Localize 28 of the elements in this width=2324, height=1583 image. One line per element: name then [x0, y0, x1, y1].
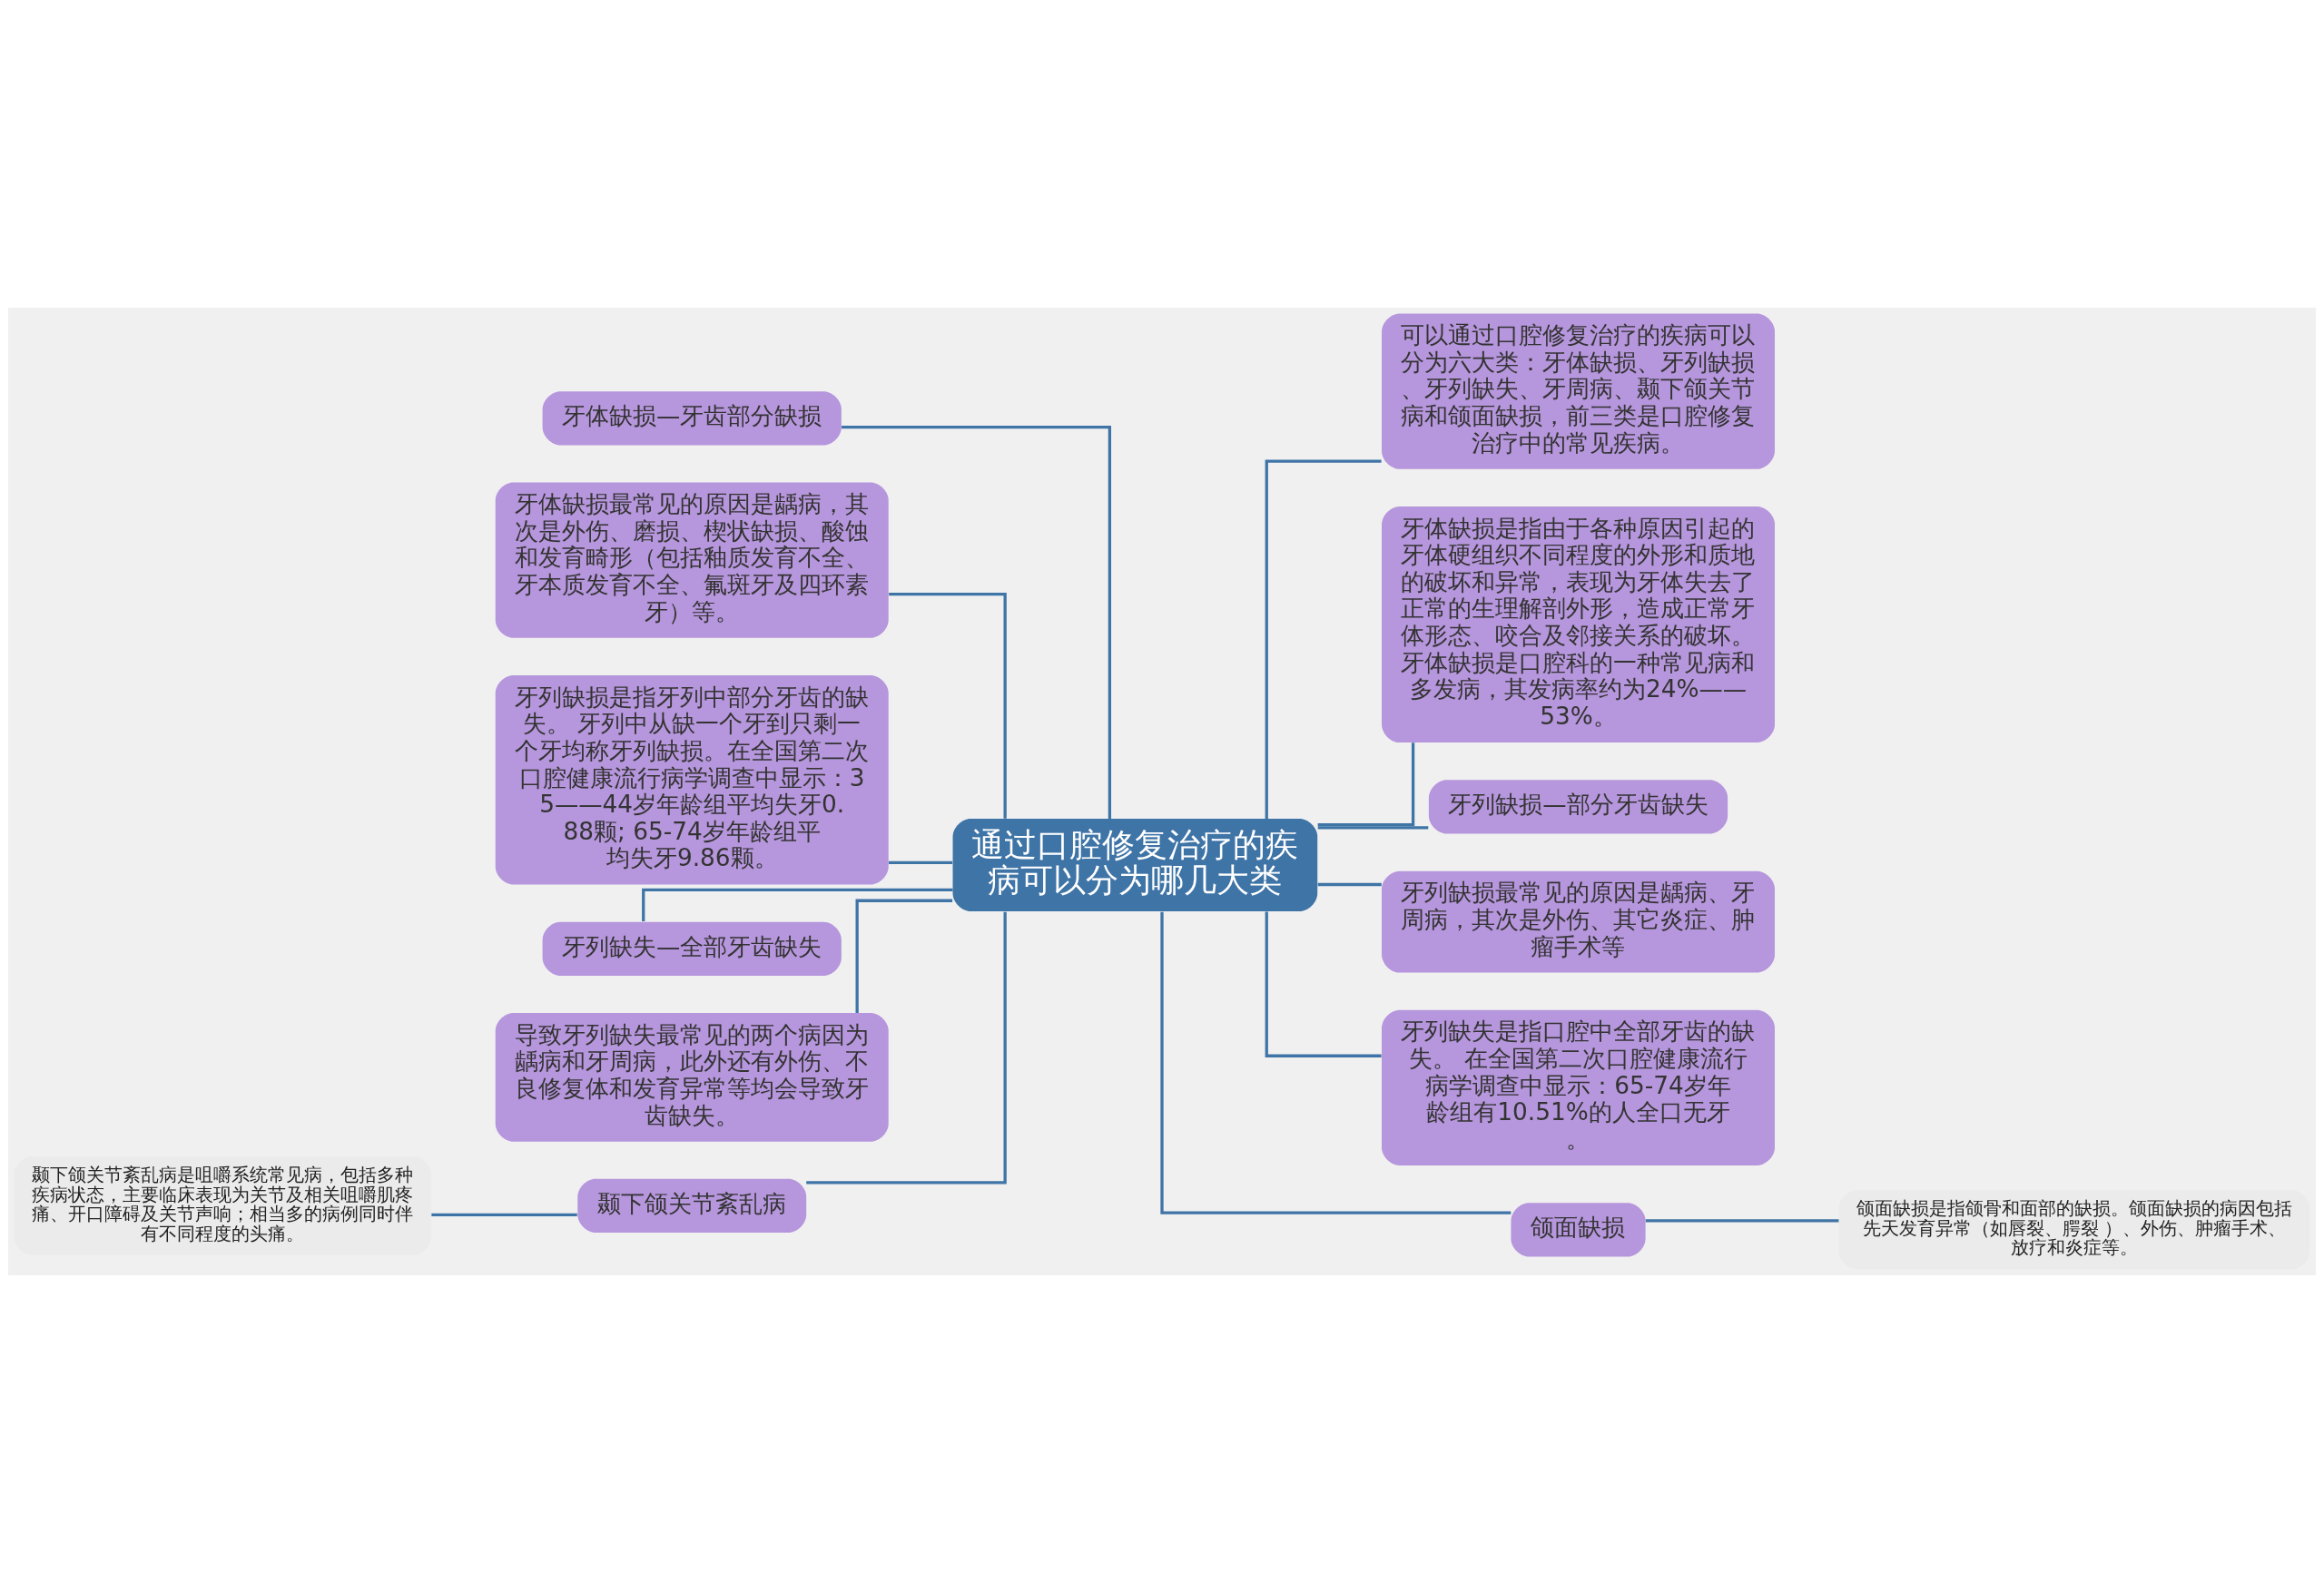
connector — [431, 1213, 577, 1216]
connector — [1645, 1219, 1839, 1223]
connector — [888, 860, 952, 864]
connector — [842, 426, 1112, 819]
node-box: 导致牙列缺失最常见的两个病因为龋病和牙周病，此外还有外伤、不良修复体和发育异常等均会导致牙齿缺失。 — [495, 1013, 889, 1142]
node-box: 牙列缺损—部分牙齿缺失 — [1428, 780, 1728, 834]
node-box: 牙列缺失是指口腔中全部牙齿的缺失。 在全国第二次口腔健康流行病学调查中显示：65-74岁年龄组有10.51%的人全口无牙。 — [1382, 1009, 1775, 1165]
connector — [1160, 911, 1512, 1214]
node-box: 颌面缺损 — [1511, 1203, 1646, 1257]
node-box: 牙列缺损最常见的原因是龋病、牙周病，其次是外伤、其它炎症、肿瘤手术等 — [1382, 870, 1775, 973]
connector — [1317, 882, 1382, 887]
connector — [1317, 742, 1415, 827]
connector — [1265, 459, 1382, 820]
node-box: 可以通过口腔修复治疗的疾病可以分为六大类：牙体缺损、牙列缺损、牙列缺失、牙周病、颞下颌关节病和颌面缺损，前三类是口腔修复治疗中的常见疾病。 — [1382, 313, 1775, 469]
node-text: 颌面缺损是指颌骨和面部的缺损。颌面缺损的病因包括先天发育异常（如唇裂、腭裂 ）、外伤、肿瘤手术、放疗和炎症等。 — [1856, 1198, 2293, 1259]
connector — [1317, 826, 1429, 830]
node-box: 牙体缺损是指由于各种原因引起的牙体硬组织不同程度的外形和质地的破坏和异常，表现为牙体失去了正常的生理解剖外形，造成正常牙体形态、咬合及邻接关系的破坏。牙体缺损是口腔科的一种常见病和多发病，其发病率约为24%——53%。 — [1382, 506, 1775, 743]
connector — [806, 911, 1007, 1185]
node-box: 牙体缺损最常见的原因是龋病，其次是外伤、磨损、楔状缺损、酸蚀和发育畸形（包括釉质发育不全、牙本质发育不全、氟斑牙及四环素牙）等。 — [495, 482, 889, 638]
node-box: 通过口腔修复治疗的疾病可以分为哪几大类 — [952, 819, 1318, 912]
node-text: 颞下颌关节紊乱病是咀嚼系统常见病，包括多种疾病状态，主要临床表现为关节及相关咀嚼肌疼痛、开口障碍及关节声响；相当多的病例同时伴有不同程度的头痛。 — [32, 1165, 414, 1244]
node-box: 颞下颌关节紊乱病 — [577, 1178, 807, 1234]
connector — [855, 899, 953, 1014]
connector — [1265, 911, 1382, 1057]
node-box: 牙体缺损—牙齿部分缺损 — [542, 391, 842, 446]
connector — [889, 592, 1007, 819]
node-box: 牙列缺失—全部牙齿缺失 — [542, 921, 842, 976]
node-box: 牙列缺损是指牙列中部分牙齿的缺失。 牙列中从缺一个牙到只剩一个牙均称牙列缺损。在全国第二次口腔健康流行病学调查中显示：35——44岁年龄组平均失牙0.88颗; 65-74岁年龄组平均失牙9.86颗。 — [495, 675, 889, 885]
